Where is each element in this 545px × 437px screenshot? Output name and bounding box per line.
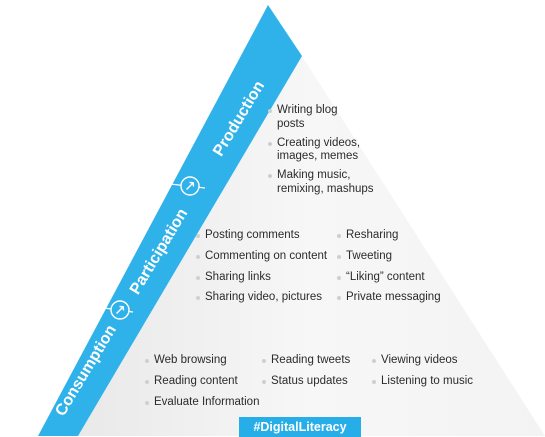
list-item: Posting comments: [196, 229, 336, 243]
arrow-up-right-icon: [180, 176, 200, 196]
list-item: Status updates: [262, 375, 372, 389]
level-band: [38, 5, 302, 436]
list-item: Evaluate Information: [145, 396, 265, 410]
participation-col-1: Posting comments Commenting on content S…: [196, 229, 336, 312]
participation-col-2: Resharing Tweeting “Liking” content Priv…: [337, 229, 447, 312]
production-items: Writing blog posts Creating videos, imag…: [268, 104, 388, 202]
list-item: Sharing video, pictures: [196, 291, 336, 305]
list-item: Private messaging: [337, 291, 447, 305]
list-item: Reading content: [145, 375, 265, 389]
hashtag-badge: #DigitalLiteracy: [239, 417, 361, 437]
list-item: Web browsing: [145, 354, 265, 368]
list-item: Viewing videos: [372, 354, 487, 368]
consumption-col-1: Web browsing Reading content Evaluate In…: [145, 354, 265, 416]
list-item: Tweeting: [337, 250, 447, 264]
pyramid-body: [78, 56, 545, 436]
list-item: Making music, remixing, mashups: [268, 169, 387, 197]
list-item: “Liking” content: [337, 271, 447, 285]
list-item: Creating videos, images, memes: [268, 137, 377, 165]
list-item: Reading tweets: [262, 354, 372, 368]
list-item: Commenting on content: [196, 250, 336, 264]
list-item: Resharing: [337, 229, 447, 243]
list-item: Sharing links: [196, 271, 336, 285]
arrow-up-right-icon: [110, 300, 130, 320]
consumption-col-2: Reading tweets Status updates: [262, 354, 372, 396]
consumption-col-3: Viewing videos Listening to music: [372, 354, 487, 396]
list-item: Listening to music: [372, 375, 487, 389]
list-item: Writing blog posts: [268, 104, 339, 132]
